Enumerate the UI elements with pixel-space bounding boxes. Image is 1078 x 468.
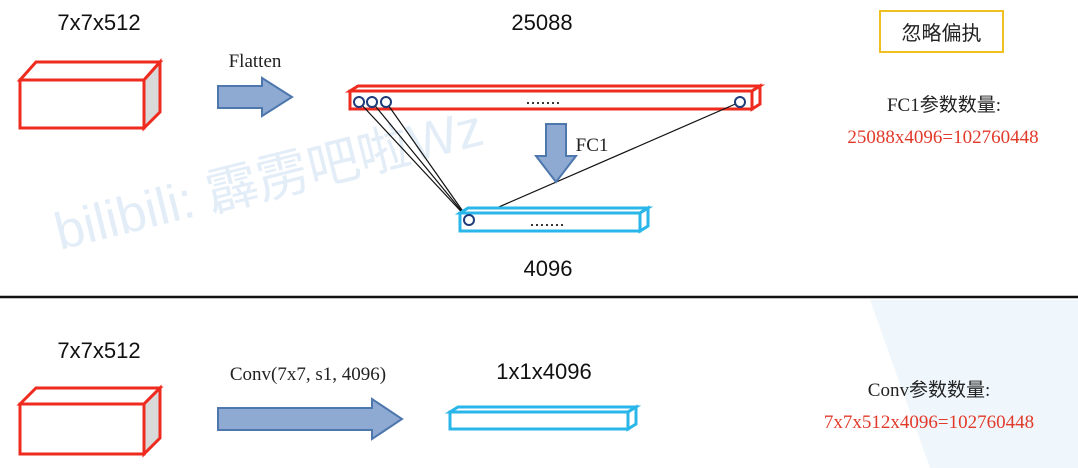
output-neuron-node [463, 214, 475, 226]
flat-vector-label: 25088 [511, 10, 572, 35]
bottom-input-label: 7x7x512 [57, 338, 140, 363]
fc-output-bar [454, 205, 654, 234]
flatten-label: Flatten [229, 51, 282, 72]
neuron-node [380, 96, 392, 108]
bottom-input-box [16, 384, 164, 458]
conv-params-title: Conv参数数量: [868, 379, 990, 401]
conv-output-bar [444, 404, 642, 432]
fc-output-label: 4096 [524, 256, 573, 281]
neuron-node [366, 96, 378, 108]
fc-connection-lines [358, 101, 741, 221]
flat-vector-bar [344, 83, 766, 112]
conv-output-label: 1x1x4096 [496, 359, 591, 384]
top-input-box [16, 58, 164, 132]
neuron-node [353, 96, 365, 108]
top-input-label: 7x7x512 [57, 10, 140, 35]
conv-params-value: 7x7x512x4096=102760448 [824, 412, 1034, 433]
flatten-arrow [217, 76, 294, 118]
fc1-params-title: FC1参数数量: [887, 94, 1001, 116]
fc1-arrow [533, 123, 579, 184]
fc1-params-value: 25088x4096=102760448 [847, 127, 1038, 148]
watermark-triangle [870, 300, 1078, 468]
neuron-node [734, 96, 746, 108]
conv-label: Conv(7x7, s1, 4096) [230, 364, 386, 385]
conv-arrow [217, 397, 404, 441]
flat-vector-dots: ....... [525, 88, 560, 108]
fc-output-dots: ....... [529, 210, 564, 230]
ignore-bias-tag: 忽略偏执 [879, 10, 1004, 53]
fc1-label: FC1 [576, 135, 609, 156]
